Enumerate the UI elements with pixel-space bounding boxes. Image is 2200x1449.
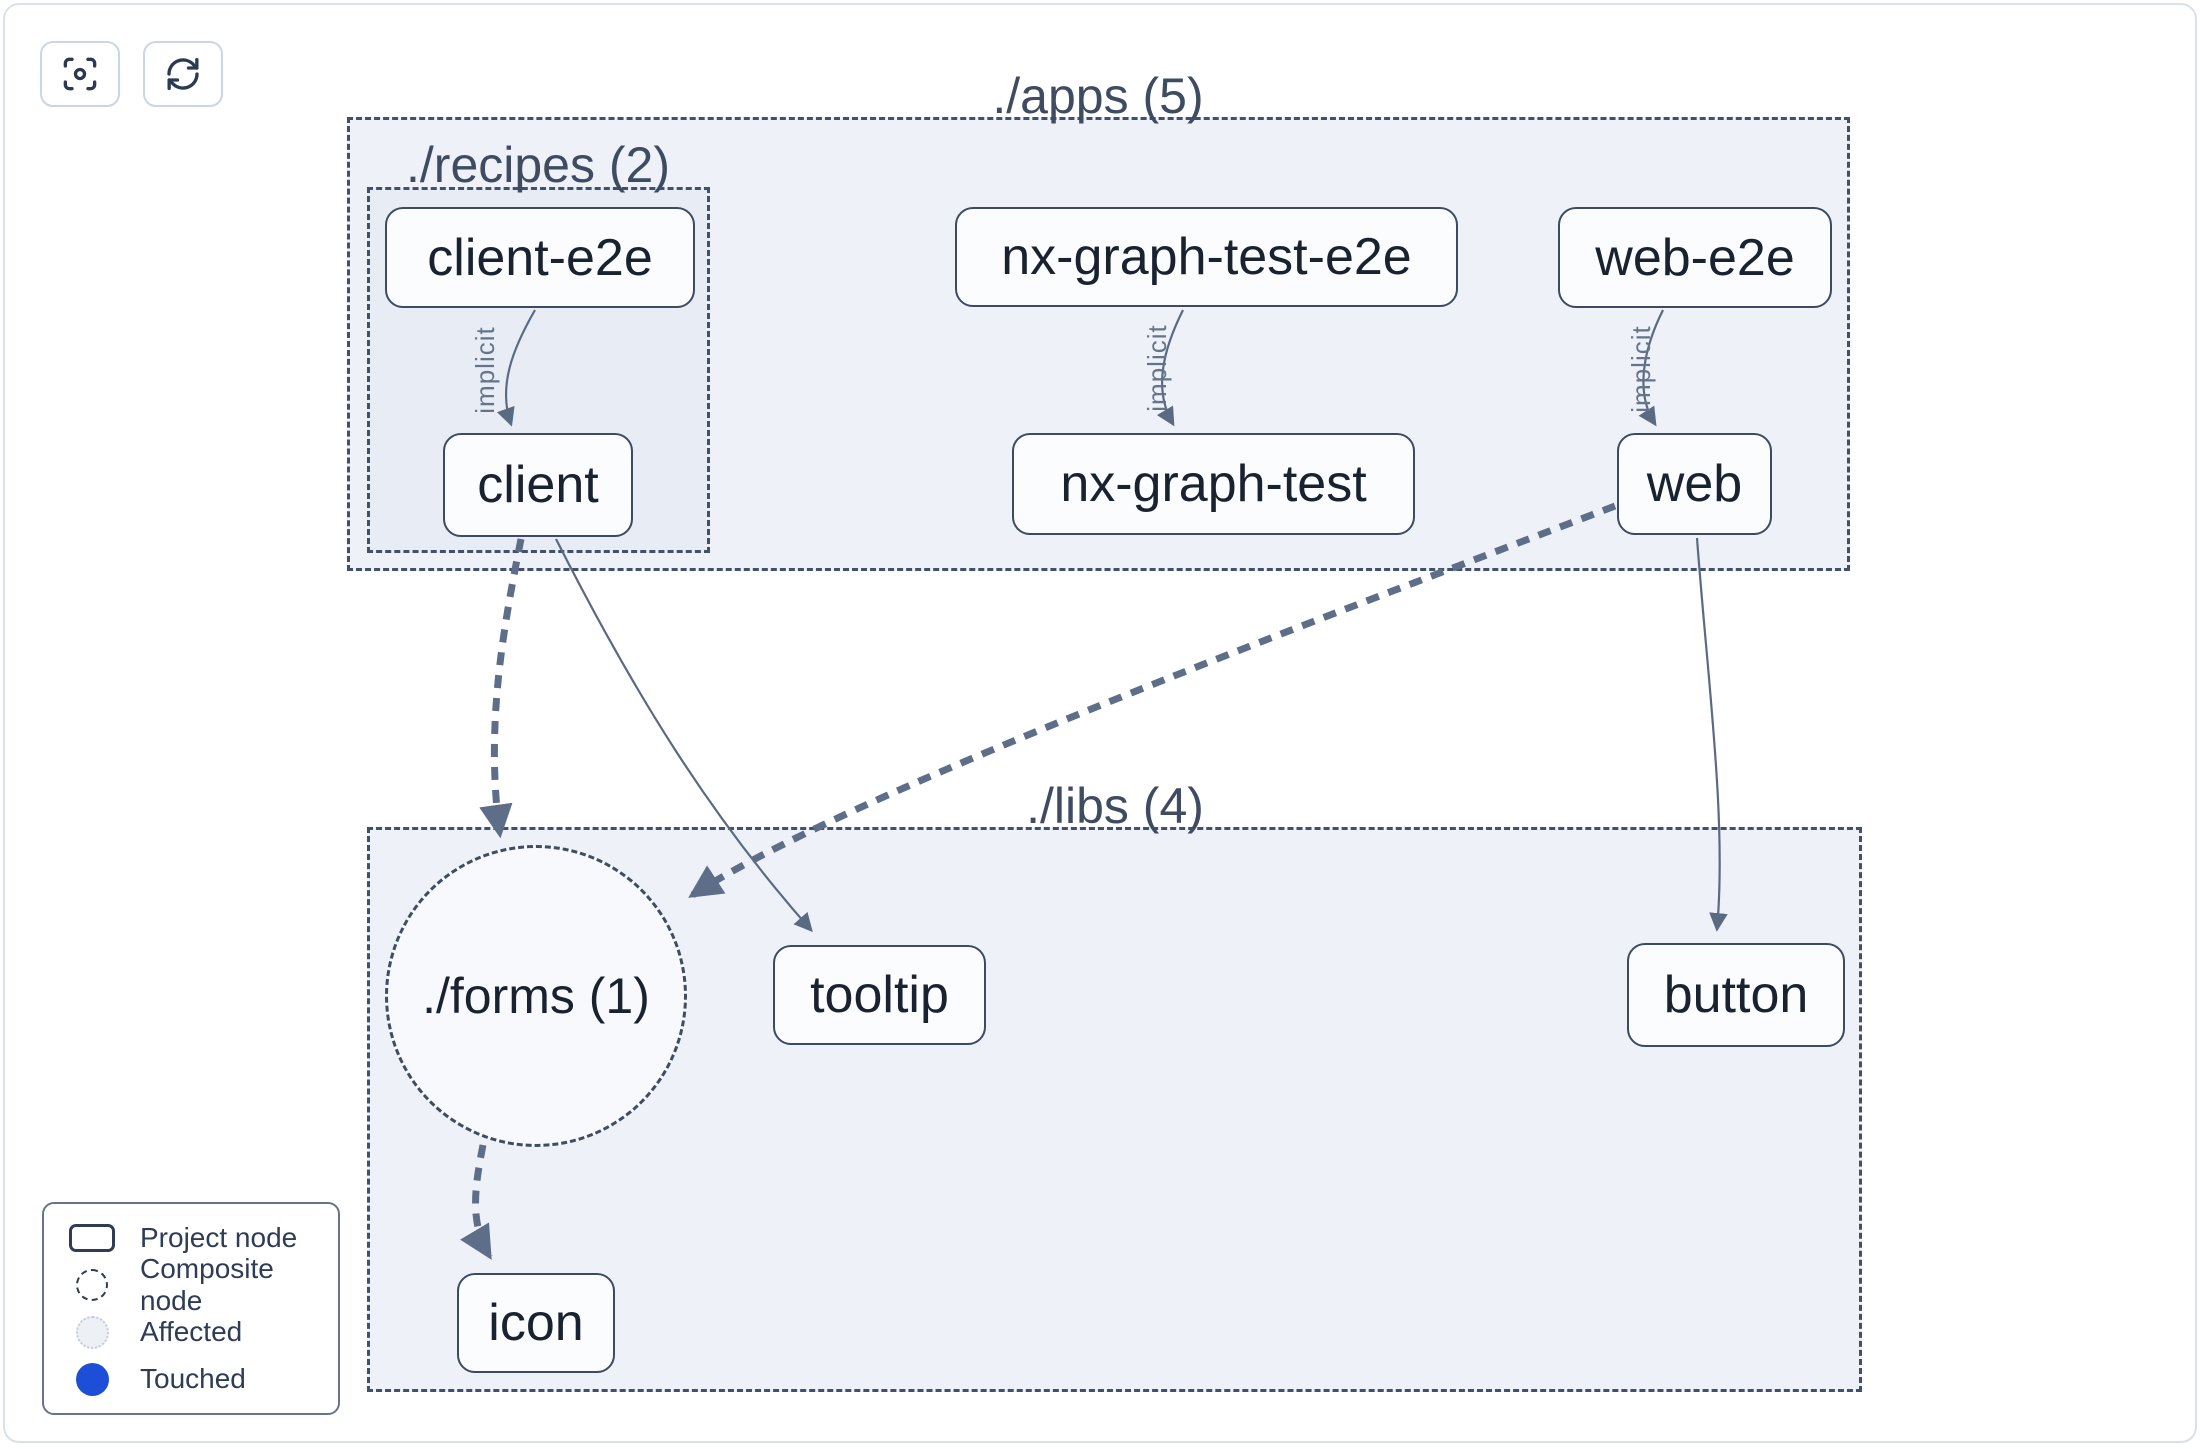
group-libs-label: ./libs (4) [1026,778,1204,834]
refresh-button[interactable] [143,41,223,107]
legend-label: Project node [140,1222,298,1253]
group-apps-label: ./apps (5) [992,68,1204,124]
refresh-icon [167,58,199,91]
node-icon[interactable]: icon [457,1273,615,1373]
edge-client-to-forms [479,538,525,839]
edge-label-implicit-2: implicit [1142,324,1172,411]
legend: Project node Composite node Affected Tou… [42,1202,340,1415]
edge-web-e2e-to-web [1638,309,1664,427]
legend-label: Affected [140,1316,243,1347]
node-forms-composite[interactable]: ./forms (1) [385,845,687,1147]
focus-button[interactable] [40,41,120,107]
touched-symbol [44,1362,140,1396]
edge-client-to-tooltip [555,538,813,933]
node-button[interactable]: button [1627,943,1845,1047]
node-client-e2e[interactable]: client-e2e [385,207,695,308]
legend-row-affected: Affected [44,1309,338,1356]
edge-nx-graph-test-e2e-to-nx-graph-test [1156,309,1184,427]
legend-row-composite-node: Composite node [44,1253,338,1316]
edge-web-to-button [1695,537,1728,932]
node-web-e2e[interactable]: web-e2e [1558,207,1832,308]
composite-node-symbol [44,1269,140,1301]
legend-label: Touched [140,1363,246,1394]
edge-web-to-forms [688,502,1617,899]
node-tooltip[interactable]: tooltip [773,945,986,1045]
group-recipes-label: ./recipes (2) [406,137,670,193]
affected-symbol [44,1315,140,1349]
nx-graph-canvas: ./apps (5) ./recipes (2) ./libs (4) impl… [3,3,2197,1443]
node-nx-graph-test[interactable]: nx-graph-test [1012,433,1415,535]
edge-forms-to-icon [460,1144,494,1260]
node-nx-graph-test-e2e[interactable]: nx-graph-test-e2e [955,207,1458,307]
edge-client-e2e-to-client [496,309,536,427]
focus-icon [63,57,97,91]
node-client[interactable]: client [443,433,633,537]
node-web[interactable]: web [1617,433,1772,535]
edge-label-implicit-3: implicit [1626,325,1656,412]
edges-layer: implicit implicit implicit [460,309,1728,1260]
legend-row-touched: Touched [44,1356,338,1403]
edge-label-implicit-1: implicit [470,326,500,413]
legend-row-project-node: Project node [44,1215,338,1262]
legend-label: Composite node [140,1253,274,1316]
project-node-symbol [44,1224,140,1252]
